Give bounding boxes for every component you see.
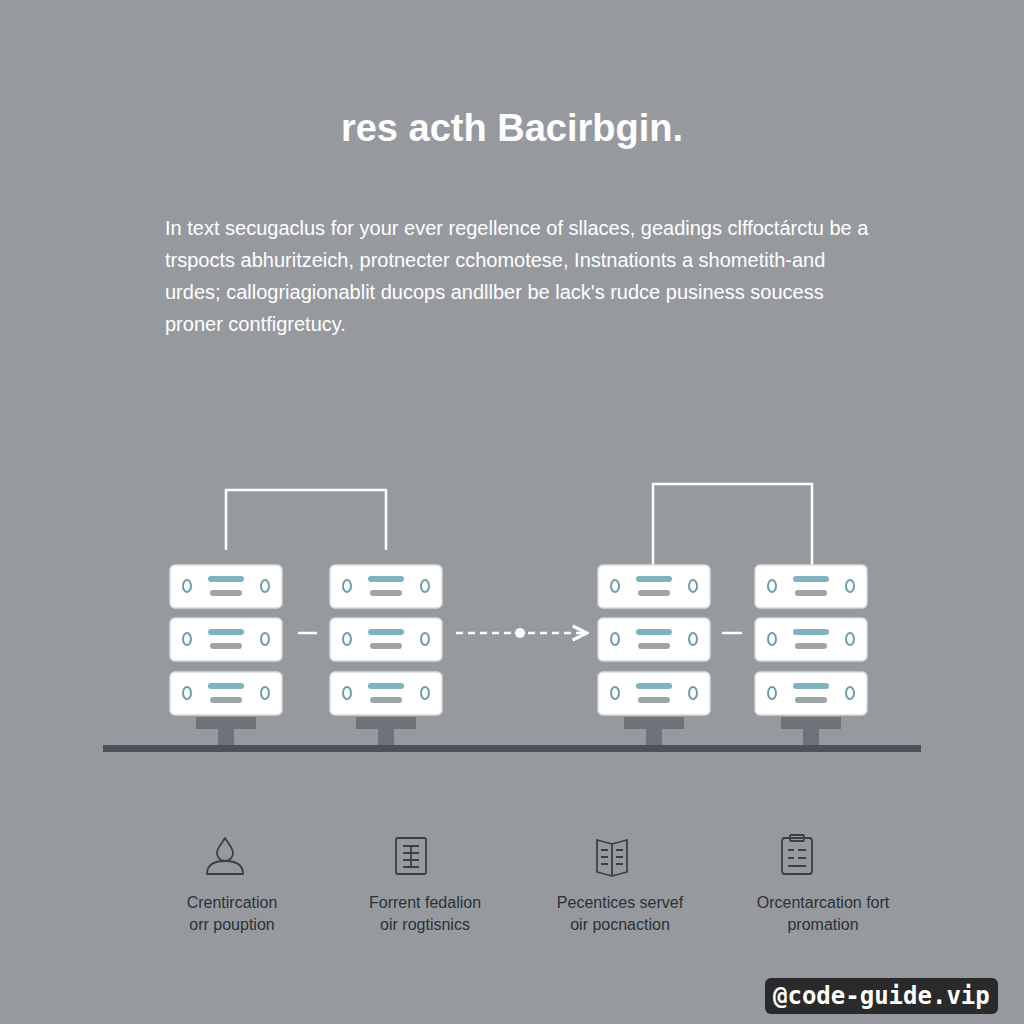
server-unit <box>598 618 710 661</box>
server-unit <box>170 565 282 608</box>
rack-stem <box>646 729 662 745</box>
rack-stand <box>356 717 416 729</box>
link-bracket <box>226 484 812 565</box>
server-unit <box>755 565 867 608</box>
rack-stem <box>803 729 819 745</box>
server-unit <box>598 565 710 608</box>
feature-caption: Orcentarcation fort promation <box>753 892 893 936</box>
server-rack <box>755 565 867 745</box>
feature-caption: Crentircation orr pouption <box>177 892 287 936</box>
server-rack <box>330 565 442 745</box>
feature-icons <box>207 835 812 876</box>
server-unit <box>330 565 442 608</box>
server-rack <box>170 565 282 745</box>
base-line <box>103 745 921 752</box>
server-rack <box>598 565 710 745</box>
server-unit <box>170 618 282 661</box>
server-unit <box>170 672 282 715</box>
rack-stem <box>378 729 394 745</box>
page-title: res acth Bacirbgin. <box>0 104 1024 152</box>
server-unit <box>330 672 442 715</box>
server-unit <box>330 618 442 661</box>
server-unit <box>598 672 710 715</box>
rack-stand <box>624 717 684 729</box>
rack-stand <box>196 717 256 729</box>
server-unit <box>755 618 867 661</box>
feature-caption: Forrent fedalion oir rogtisnics <box>360 892 490 936</box>
rack-stand <box>781 717 841 729</box>
watermark: @code-guide.vip <box>765 978 998 1014</box>
server-unit <box>755 672 867 715</box>
feature-caption: Pecentices servef oir pocnaction <box>550 892 690 936</box>
rack-stem <box>218 729 234 745</box>
intro-paragraph: In text secugaclus for your ever regelle… <box>165 212 877 340</box>
